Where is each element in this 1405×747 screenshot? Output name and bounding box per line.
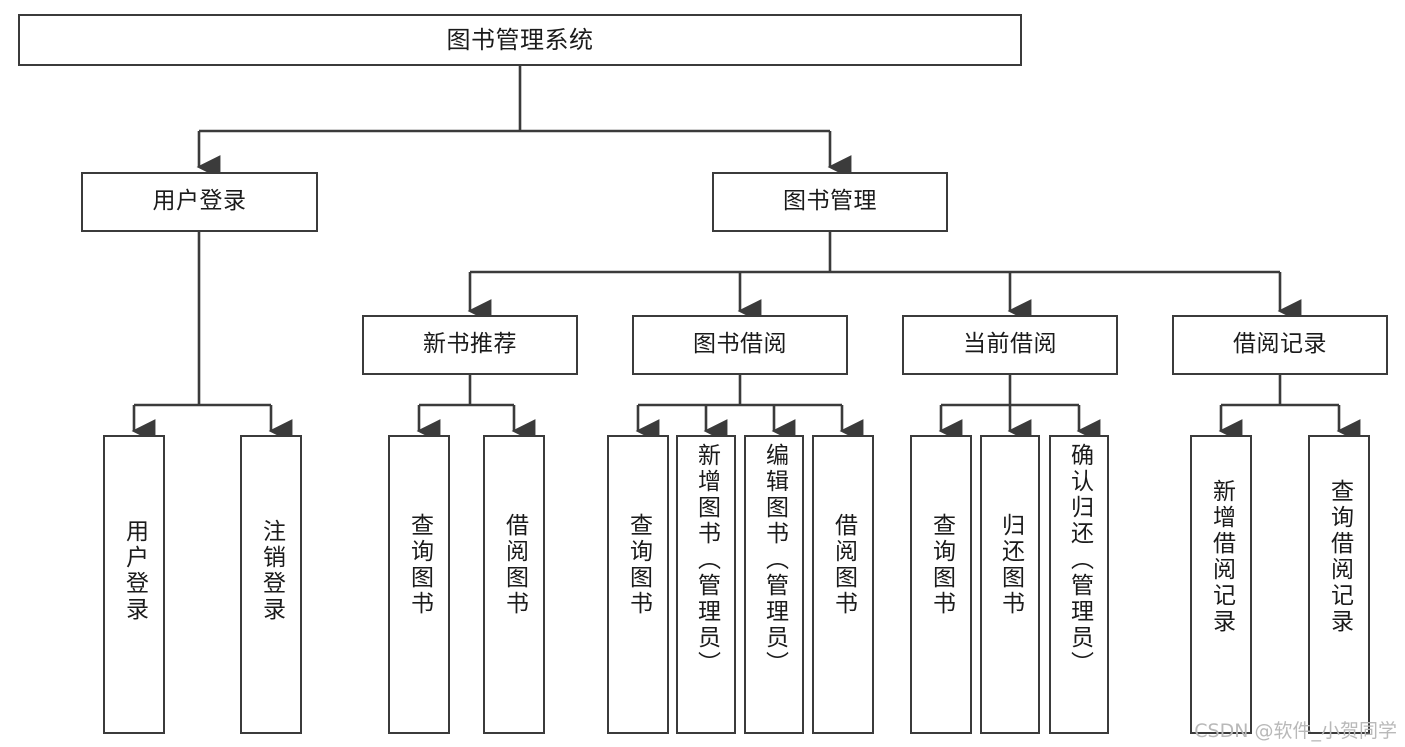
node-label: 借阅图书 <box>830 513 857 617</box>
node-new-book-recommend[interactable]: 新书推荐 <box>362 315 578 375</box>
node-label: 用户登录 <box>121 519 148 623</box>
node-label: 图书管理 <box>783 188 877 215</box>
leaf-edit-book[interactable]: 编辑图书（管理员） <box>744 435 804 734</box>
node-label: 确认归还（管理员） <box>1066 443 1093 677</box>
node-label: 归还图书 <box>997 513 1024 617</box>
node-label: 新增图书（管理员） <box>693 443 720 677</box>
leaf-borrow-book-2[interactable]: 借阅图书 <box>812 435 874 734</box>
node-label: 借阅记录 <box>1233 331 1327 358</box>
node-label: 借阅图书 <box>501 513 528 617</box>
leaf-query-book-3[interactable]: 查询图书 <box>910 435 972 734</box>
node-root-book-management-system[interactable]: 图书管理系统 <box>18 14 1022 66</box>
leaf-return-book[interactable]: 归还图书 <box>980 435 1040 734</box>
node-label: 图书管理系统 <box>446 25 594 54</box>
node-book-borrow[interactable]: 图书借阅 <box>632 315 848 375</box>
leaf-query-book-1[interactable]: 查询图书 <box>388 435 450 734</box>
node-label: 编辑图书（管理员） <box>761 443 788 677</box>
node-label: 新增借阅记录 <box>1208 479 1235 635</box>
node-label: 用户登录 <box>152 188 247 215</box>
leaf-add-record[interactable]: 新增借阅记录 <box>1190 435 1252 734</box>
node-borrow-record[interactable]: 借阅记录 <box>1172 315 1388 375</box>
node-book-management[interactable]: 图书管理 <box>712 172 948 232</box>
leaf-query-book-2[interactable]: 查询图书 <box>607 435 669 734</box>
watermark-text: CSDN @软件_小贺同学 <box>1194 720 1397 742</box>
node-label: 查询图书 <box>928 513 955 617</box>
node-current-borrow[interactable]: 当前借阅 <box>902 315 1118 375</box>
node-label: 当前借阅 <box>963 331 1057 358</box>
leaf-confirm-return[interactable]: 确认归还（管理员） <box>1049 435 1109 734</box>
node-user-login[interactable]: 用户登录 <box>81 172 318 232</box>
node-label: 图书借阅 <box>693 331 787 358</box>
leaf-user-login[interactable]: 用户登录 <box>103 435 165 734</box>
node-label: 查询借阅记录 <box>1326 479 1353 635</box>
node-label: 查询图书 <box>406 513 433 617</box>
node-label: 查询图书 <box>625 513 652 617</box>
node-label: 注销登录 <box>258 519 285 623</box>
leaf-logout[interactable]: 注销登录 <box>240 435 302 734</box>
leaf-query-record[interactable]: 查询借阅记录 <box>1308 435 1370 734</box>
leaf-borrow-book-1[interactable]: 借阅图书 <box>483 435 545 734</box>
leaf-add-book[interactable]: 新增图书（管理员） <box>676 435 736 734</box>
node-label: 新书推荐 <box>423 331 517 358</box>
